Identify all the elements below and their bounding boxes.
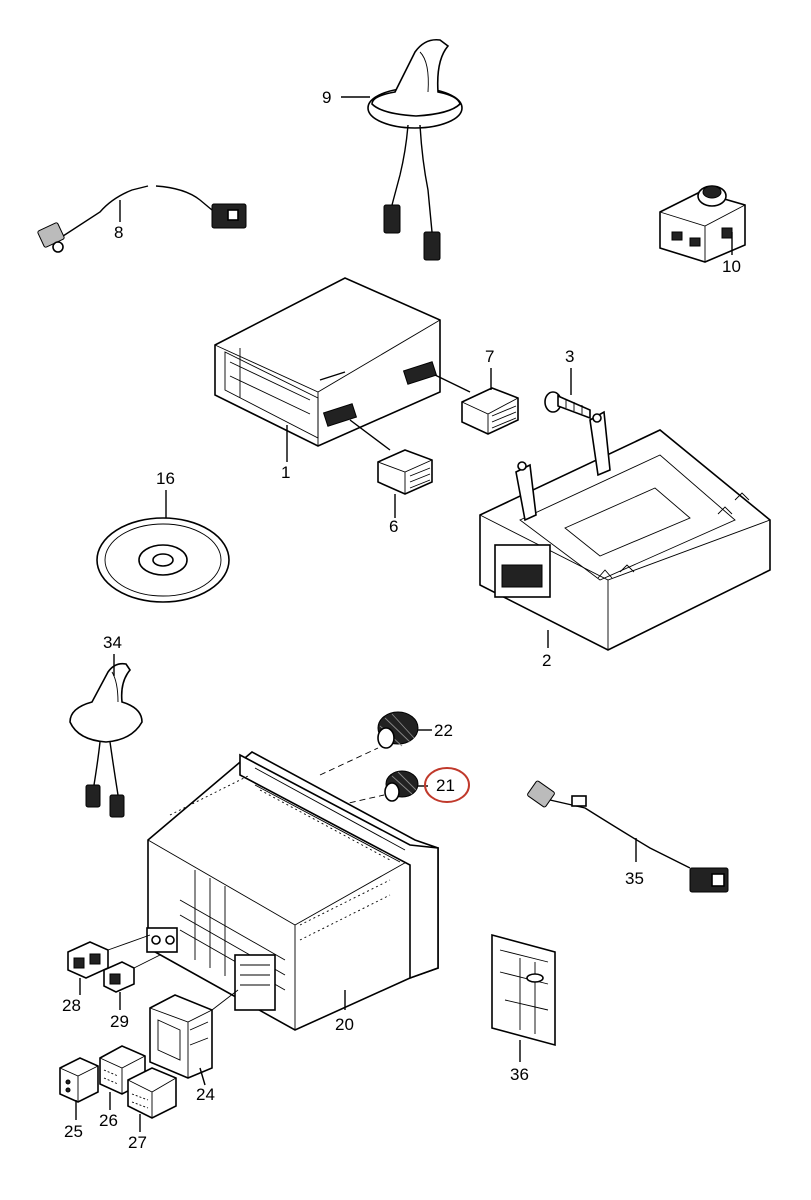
callout-27: 27 xyxy=(128,1133,147,1152)
part-3-screw xyxy=(544,368,591,420)
part-8-cable xyxy=(37,185,247,253)
callout-7: 7 xyxy=(485,347,494,366)
callout-3: 3 xyxy=(565,347,574,366)
part-35-cable xyxy=(527,780,729,893)
callout-36: 36 xyxy=(510,1065,529,1084)
part-1-navigation-unit xyxy=(214,277,441,462)
callout-28: 28 xyxy=(62,996,81,1015)
callout-25: 25 xyxy=(64,1122,83,1141)
part-2-mounting-frame xyxy=(479,410,771,651)
callout-29: 29 xyxy=(110,1012,129,1031)
callout-34: 34 xyxy=(103,633,122,652)
callout-24: 24 xyxy=(196,1085,215,1104)
callout-1: 1 xyxy=(281,463,290,482)
part-28-connector xyxy=(67,941,109,995)
part-9-roof-antenna xyxy=(341,38,463,261)
callout-6: 6 xyxy=(389,517,398,536)
callout-2: 2 xyxy=(542,651,551,670)
callout-16: 16 xyxy=(156,469,175,488)
part-36-manual xyxy=(491,933,556,1062)
highlight-circle xyxy=(424,767,470,803)
part-29-connector xyxy=(103,961,135,1010)
part-7-connector xyxy=(434,368,519,435)
part-24-connector-housing xyxy=(149,994,213,1086)
callout-35: 35 xyxy=(625,869,644,888)
callout-21: 21 xyxy=(436,776,455,795)
callout-8: 8 xyxy=(114,223,123,242)
part-27-connector xyxy=(127,1067,177,1132)
part-16-disc xyxy=(96,490,230,603)
part-25-connector xyxy=(59,1057,99,1120)
part-21-knob xyxy=(384,770,428,802)
part-20-head-unit xyxy=(146,751,439,1031)
callout-9: 9 xyxy=(322,88,331,107)
callout-10: 10 xyxy=(722,257,741,276)
part-34-antenna xyxy=(69,654,143,818)
part-22-knob xyxy=(377,711,432,749)
part-6-connector xyxy=(349,419,433,518)
callout-20: 20 xyxy=(335,1015,354,1034)
callout-26: 26 xyxy=(99,1111,118,1130)
part-10-switch xyxy=(659,185,746,263)
callout-22: 22 xyxy=(434,721,453,740)
